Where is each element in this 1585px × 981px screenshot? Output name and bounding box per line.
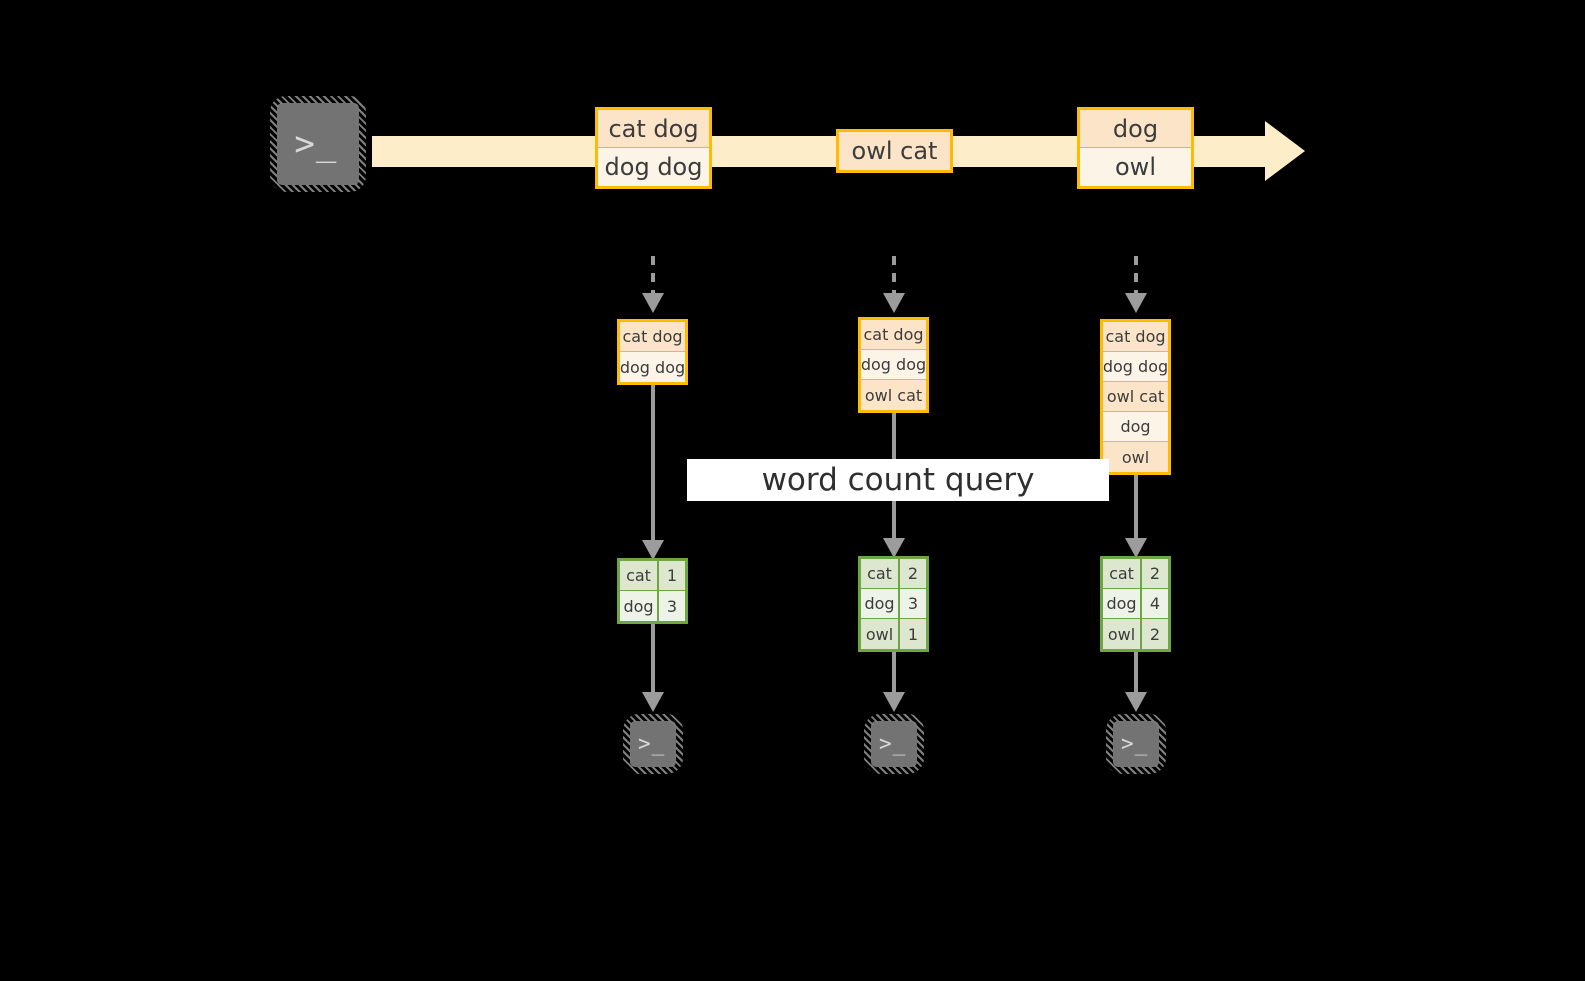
terminal-body	[1113, 721, 1159, 767]
source-terminal-icon: >_	[270, 96, 366, 192]
dashed-connector-column-2	[892, 256, 896, 296]
snapshot-column-2: cat dog dog dog owl cat	[858, 317, 929, 413]
arrow-head-to-sink-3	[1125, 692, 1147, 712]
sink-connector-column-3	[1134, 648, 1138, 697]
arrow-head-to-result-1	[642, 540, 664, 560]
result-row: cat 2	[861, 559, 926, 589]
result-row: owl 2	[1103, 619, 1168, 649]
arrow-head-to-snapshot-1	[642, 293, 664, 313]
stream-arrow-head	[1265, 121, 1305, 181]
sink-connector-column-1	[651, 620, 655, 697]
arrow-head-to-snapshot-3	[1125, 293, 1147, 313]
result-count: 3	[907, 594, 919, 613]
terminal-body	[277, 103, 359, 185]
result-row: dog 4	[1103, 589, 1168, 619]
result-word: cat	[861, 559, 900, 588]
arrow-head-to-result-3	[1125, 538, 1147, 558]
arrow-head-to-result-2	[883, 538, 905, 558]
result-count: 4	[1149, 594, 1161, 613]
snapshot-row: cat dog	[861, 320, 926, 350]
result-count: 1	[907, 624, 919, 644]
result-count: 2	[1149, 564, 1161, 583]
dashed-connector-column-1	[651, 256, 655, 296]
result-count: 1	[666, 566, 678, 585]
snapshot-row: cat dog	[620, 322, 685, 352]
result-table-column-2: cat 2 dog 3 owl 1	[858, 556, 929, 652]
result-word: owl	[1103, 619, 1142, 649]
result-row: dog 3	[861, 589, 926, 619]
snapshot-row: owl	[1103, 442, 1168, 472]
result-row: cat 1	[620, 561, 685, 591]
query-label: word count query	[687, 459, 1109, 501]
result-row: owl 1	[861, 619, 926, 649]
result-count: 2	[907, 564, 919, 583]
result-count: 2	[1149, 624, 1161, 644]
result-table-column-1: cat 1 dog 3	[617, 558, 688, 624]
stream-event-group-3: dog owl	[1077, 107, 1194, 189]
result-word: dog	[861, 589, 900, 618]
result-word: dog	[1103, 589, 1142, 618]
terminal-prompt-glyph: >_	[637, 731, 666, 756]
arrow-head-to-sink-2	[883, 692, 905, 712]
result-word: dog	[620, 591, 659, 621]
sink-terminal-icon-column-2: >_	[864, 714, 924, 774]
stream-event-row: cat dog	[598, 110, 709, 148]
dashed-connector-column-3	[1134, 256, 1138, 296]
stream-event-row: owl cat	[839, 132, 950, 170]
snapshot-column-3: cat dog dog dog owl cat dog owl	[1100, 319, 1171, 475]
result-word: cat	[620, 561, 659, 590]
arrow-head-to-sink-1	[642, 692, 664, 712]
snapshot-row: dog dog	[861, 350, 926, 380]
terminal-body	[630, 721, 676, 767]
snapshot-row: owl cat	[1103, 382, 1168, 412]
result-word: owl	[861, 619, 900, 649]
snapshot-row: dog dog	[1103, 352, 1168, 382]
terminal-prompt-glyph: >_	[1120, 731, 1149, 756]
stream-event-row: dog	[1080, 110, 1191, 148]
sink-terminal-icon-column-1: >_	[623, 714, 683, 774]
terminal-prompt-glyph: >_	[294, 124, 338, 164]
snapshot-row: dog dog	[620, 352, 685, 382]
query-connector-column-1	[651, 381, 655, 546]
terminal-prompt-glyph: >_	[878, 731, 907, 756]
snapshot-row: owl cat	[861, 380, 926, 410]
result-word: cat	[1103, 559, 1142, 588]
result-row: dog 3	[620, 591, 685, 621]
snapshot-row: dog	[1103, 412, 1168, 442]
sink-connector-column-2	[892, 648, 896, 697]
stream-event-group-2: owl cat	[836, 129, 953, 173]
stream-event-group-1: cat dog dog dog	[595, 107, 712, 189]
stream-event-row: owl	[1080, 148, 1191, 186]
result-count: 3	[666, 596, 678, 616]
sink-terminal-icon-column-3: >_	[1106, 714, 1166, 774]
stream-event-row: dog dog	[598, 148, 709, 186]
snapshot-column-1: cat dog dog dog	[617, 319, 688, 385]
terminal-body	[871, 721, 917, 767]
query-connector-column-3	[1134, 473, 1138, 545]
result-row: cat 2	[1103, 559, 1168, 589]
snapshot-row: cat dog	[1103, 322, 1168, 352]
arrow-head-to-snapshot-2	[883, 293, 905, 313]
result-table-column-3: cat 2 dog 4 owl 2	[1100, 556, 1171, 652]
